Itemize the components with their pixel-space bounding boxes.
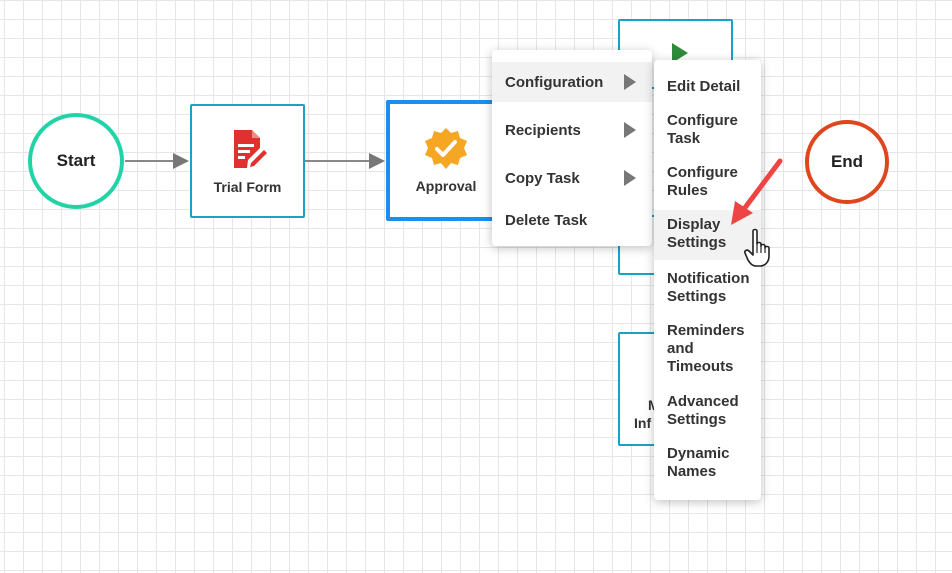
submenu-item-advanced-settings[interactable]: Advanced Settings [654,393,761,429]
submenu-item-label: Rules [667,182,708,199]
submenu-item-label: and [667,340,694,357]
submenu-arrow-icon [624,170,636,186]
menu-item-copy-task[interactable]: Copy Task [492,158,652,198]
end-node[interactable]: End [805,120,889,204]
submenu-item-label: Settings [667,288,727,305]
submenu-item-label: Edit Detail [667,78,741,95]
submenu-item-label: Notification [667,270,750,287]
submenu-item-label: Reminders [667,322,745,339]
menu-item-label: Copy Task [505,169,580,187]
submenu-item-dynamic-names[interactable]: Dynamic Names [654,445,761,481]
task-label-trial-form: Trial Form [213,178,282,195]
submenu-item-notification-settings[interactable]: Notification Settings [654,270,761,306]
menu-item-label: Recipients [505,121,581,139]
menu-item-label: Delete Task [505,211,588,229]
menu-item-recipients[interactable]: Recipients [492,110,652,150]
submenu-item-label: Task [667,130,701,147]
red-arrow-icon [731,158,783,225]
approval-badge-icon [424,127,468,174]
menu-item-label: Configuration [505,73,604,91]
submenu-item-configure-rules[interactable]: Configure Rules [654,164,761,200]
partial-label-line1: M [648,396,660,414]
start-label: Start [56,151,96,170]
submenu-arrow-icon [624,74,636,90]
task-approval-selected[interactable]: Approval [386,100,506,221]
configuration-submenu: Edit Detail Configure Task Configure Rul… [654,60,761,500]
task-context-menu: Configuration Recipients Copy Task Delet… [492,50,652,246]
start-node[interactable]: Start [28,113,124,209]
menu-item-delete-task[interactable]: Delete Task [492,200,652,240]
submenu-item-configure-task[interactable]: Configure Task [654,112,761,148]
submenu-arrow-icon [624,122,636,138]
form-document-icon [228,128,268,173]
submenu-item-label: Configure [667,112,738,129]
submenu-item-label: Names [667,463,717,480]
end-label: End [830,152,864,171]
task-label-approval: Approval [415,178,477,194]
submenu-item-label: Advanced [667,393,739,410]
submenu-item-label: Dynamic [667,445,730,462]
submenu-item-label: Configure [667,164,738,181]
submenu-item-label: Timeouts [667,358,734,375]
task-trial-form[interactable]: Trial Form [190,104,305,218]
submenu-item-edit-detail[interactable]: Edit Detail [654,78,761,96]
partial-label-line2: Inf [634,415,652,431]
submenu-item-label: Display [667,216,721,233]
menu-item-configuration[interactable]: Configuration [492,62,652,102]
hand-pointer-icon [744,228,770,267]
play-icon [670,43,690,68]
submenu-item-reminders-timeouts[interactable]: Reminders and Timeouts [654,322,761,376]
submenu-item-label: Settings [667,411,727,428]
submenu-item-label: Settings [667,234,727,251]
